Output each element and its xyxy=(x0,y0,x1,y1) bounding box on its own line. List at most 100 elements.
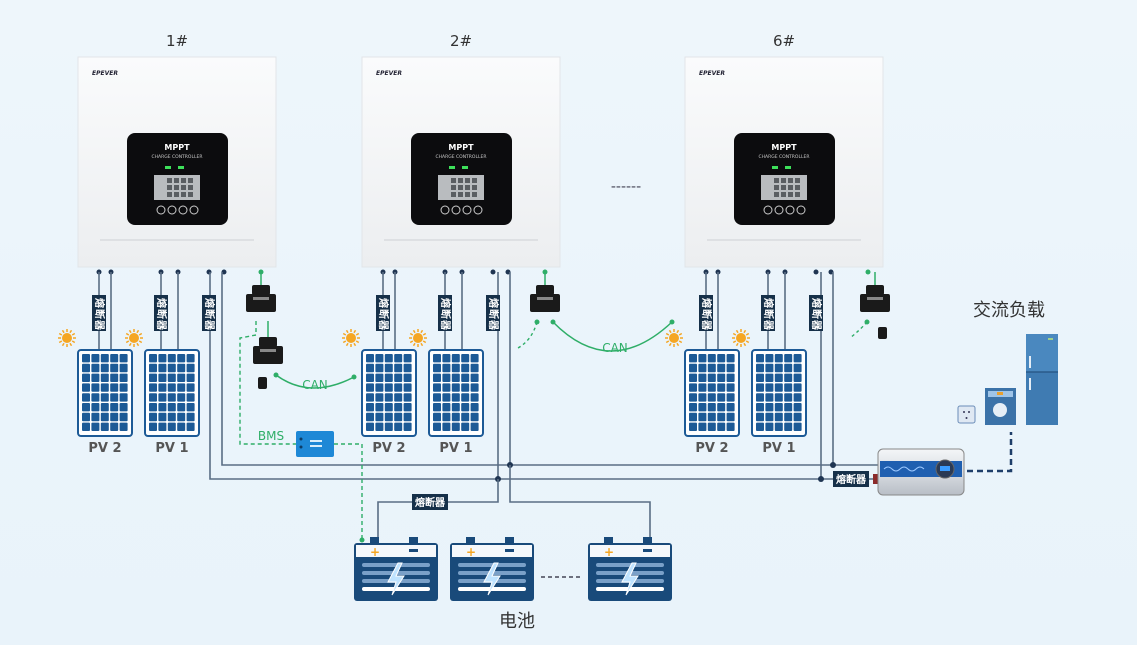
lcd-segment xyxy=(781,185,786,190)
pv-cell xyxy=(119,383,128,392)
pv-cell xyxy=(756,354,764,363)
fuse-char: 断 xyxy=(155,309,168,319)
pv-cell xyxy=(403,412,412,422)
pv-cell xyxy=(689,422,697,431)
control-button xyxy=(473,205,483,215)
can-cable xyxy=(275,374,355,389)
pv-cell xyxy=(689,412,697,422)
pv-cell xyxy=(726,393,735,402)
mppt-subtitle: CHARGE CONTROLLER xyxy=(436,154,487,160)
control-button xyxy=(178,205,188,215)
pv-cell xyxy=(717,393,726,402)
batteries-layer: +++ xyxy=(354,537,672,601)
control-button xyxy=(462,205,472,215)
battery-terminal-negative xyxy=(643,537,652,544)
pv-cell xyxy=(100,393,109,402)
pv-cell xyxy=(100,422,109,431)
pv-cell xyxy=(394,363,403,373)
pv-cell xyxy=(100,354,109,363)
pv-cell xyxy=(110,363,119,373)
lcd-segment xyxy=(188,178,193,183)
fuse-char: 断 xyxy=(700,309,713,319)
pv-cell xyxy=(149,393,157,402)
pv-cell xyxy=(707,383,716,392)
fuse-char: 熔 xyxy=(762,298,775,309)
pv-cell xyxy=(375,403,384,412)
pv-cell xyxy=(451,383,460,392)
pv-cell xyxy=(442,373,451,382)
pv-label: PV 1 xyxy=(439,441,472,456)
sun-icon xyxy=(409,329,427,347)
battery: + xyxy=(450,537,534,601)
pv-cell xyxy=(186,354,195,363)
pv-cell xyxy=(698,422,707,431)
control-button xyxy=(774,205,784,215)
pv-cell xyxy=(451,393,460,402)
pv-cell xyxy=(793,393,802,402)
pv-cell xyxy=(793,422,802,431)
batt-led xyxy=(178,166,184,169)
fuse-char: 熔 xyxy=(439,298,452,309)
pv-cell xyxy=(119,403,128,412)
sun-icon xyxy=(58,329,76,347)
brand-logo: EPEVER xyxy=(699,70,725,77)
power-socket-icon xyxy=(957,405,976,424)
fuse-char: 熔 xyxy=(487,298,500,309)
pv-cell xyxy=(470,412,479,422)
pv-cell xyxy=(451,373,460,382)
pv-cell xyxy=(110,373,119,382)
fuse-box xyxy=(833,471,869,487)
plus-icon: + xyxy=(370,545,380,559)
controller-id: 1# xyxy=(166,32,188,50)
fuse-char: 断 xyxy=(203,309,216,319)
minus-icon xyxy=(505,549,514,552)
junction-node xyxy=(830,462,836,468)
pv-cell xyxy=(149,363,157,373)
lcd-segment xyxy=(167,192,172,197)
fuse-char: 器 xyxy=(377,319,389,331)
pv-cell xyxy=(756,393,764,402)
pv-cell xyxy=(82,393,90,402)
lcd-segment xyxy=(181,192,186,197)
battery-stripe xyxy=(362,563,430,567)
fuse-box xyxy=(202,295,216,331)
pv-led xyxy=(449,166,455,169)
control-button xyxy=(796,205,806,215)
fuse-char: 断 xyxy=(439,309,452,319)
pv-cell xyxy=(177,403,186,412)
pv-cell xyxy=(366,393,374,402)
fuse-char: 断 xyxy=(810,309,823,319)
pv-cell xyxy=(717,422,726,431)
pv-cell xyxy=(756,383,764,392)
pv-cell xyxy=(461,393,470,402)
pv-cell xyxy=(470,383,479,392)
pv-cell xyxy=(384,383,393,392)
pv-cell xyxy=(149,422,157,431)
control-button xyxy=(785,205,795,215)
rj45-plug-icon xyxy=(258,377,267,389)
pv-cell xyxy=(384,403,393,412)
pv-cell xyxy=(698,412,707,422)
fuse-char: 断 xyxy=(487,309,500,319)
pv-cell xyxy=(384,422,393,431)
lcd-segment xyxy=(465,192,470,197)
fuse-char: 断 xyxy=(377,309,390,319)
pv-cell xyxy=(110,383,119,392)
fuse-box xyxy=(809,295,823,331)
pv-cell xyxy=(433,383,441,392)
pv-cell xyxy=(774,393,783,402)
pv-cell xyxy=(433,363,441,373)
pv-cell xyxy=(698,363,707,373)
fuse-box xyxy=(92,295,106,331)
refrigerator-icon xyxy=(1026,334,1058,425)
pv-cell xyxy=(784,354,793,363)
pv-cell xyxy=(784,363,793,373)
pv-cell xyxy=(756,422,764,431)
terminal-node xyxy=(490,269,496,275)
pv-cell xyxy=(784,403,793,412)
pv-cell xyxy=(698,373,707,382)
pv-cell xyxy=(394,354,403,363)
ac-load-label: 交流负载 xyxy=(973,300,1045,321)
